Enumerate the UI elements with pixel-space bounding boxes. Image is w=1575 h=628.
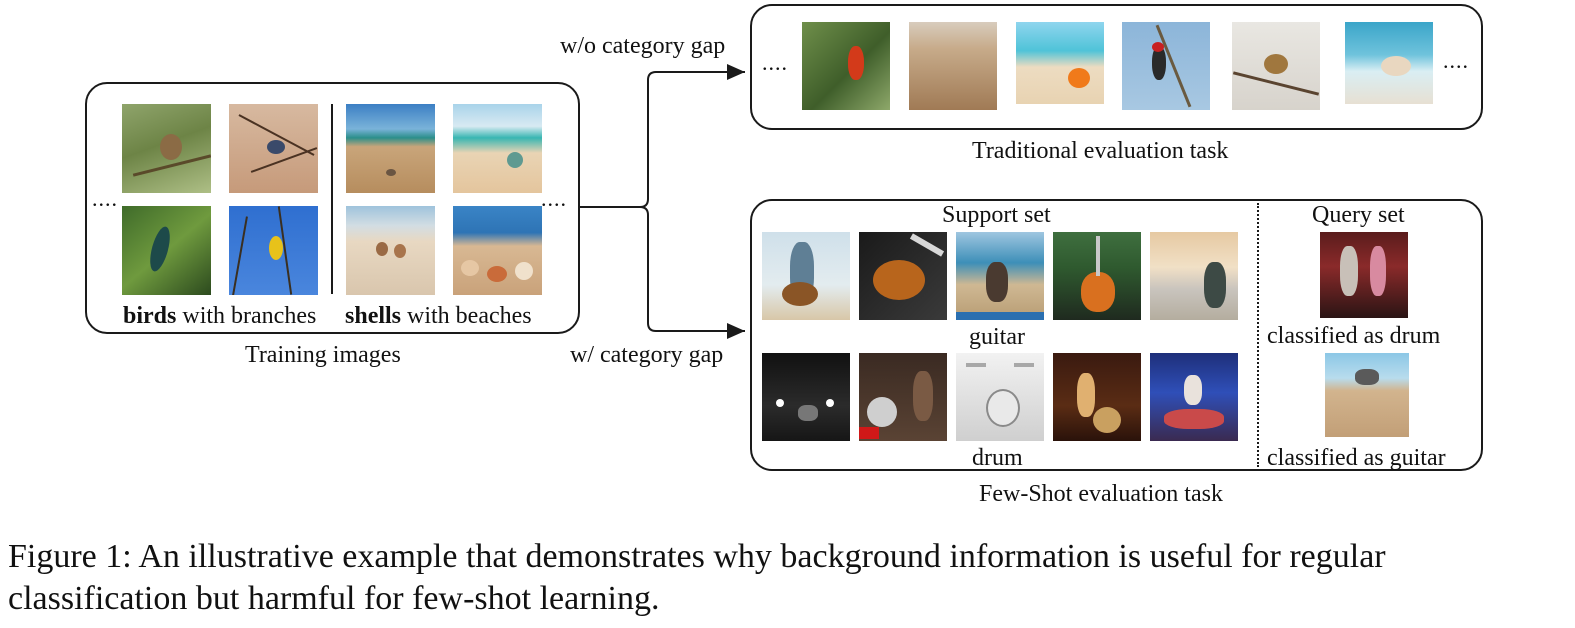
- bird-image-3: [122, 206, 211, 295]
- shell-image-2: [453, 104, 542, 193]
- caption-line-2: classification but harmful for few-shot …: [8, 580, 660, 617]
- guitar-image-4: [1053, 232, 1141, 320]
- support-query-divider: [1257, 203, 1259, 467]
- query-image-guitar-on-stage: [1320, 232, 1408, 318]
- guitar-image-2: [859, 232, 947, 320]
- arrow-to-fewshot: [639, 206, 745, 339]
- traditional-evaluation-title: Traditional evaluation task: [972, 138, 1229, 164]
- drum-image-3: [956, 353, 1044, 441]
- traditional-dots-left: ....: [762, 50, 788, 75]
- traditional-image-shells: [909, 22, 997, 110]
- traditional-image-bird-1: [802, 22, 890, 110]
- traditional-image-bird-2: [1122, 22, 1210, 110]
- traditional-evaluation-panel: [750, 4, 1483, 130]
- caption-line-1: Figure 1: An illustrative example that d…: [8, 538, 1386, 575]
- traditional-image-bird-3: [1232, 22, 1320, 110]
- training-divider: [331, 104, 333, 294]
- guitar-image-1: [762, 232, 850, 320]
- bird-image-2: [229, 104, 318, 193]
- shell-image-3: [346, 206, 435, 295]
- traditional-dots-right: ....: [1443, 48, 1469, 73]
- without-gap-label: w/o category gap: [560, 33, 726, 59]
- support-set-title: Support set: [942, 202, 1051, 228]
- training-dots-left: ....: [92, 186, 118, 211]
- bird-image-4: [229, 206, 318, 295]
- traditional-image-shell-wave: [1345, 22, 1433, 104]
- few-shot-evaluation-panel: [750, 199, 1483, 471]
- query-image-drum-on-beach: [1325, 353, 1409, 437]
- few-shot-evaluation-title: Few-Shot evaluation task: [979, 481, 1223, 507]
- traditional-image-shell-beach: [1016, 22, 1104, 104]
- shells-caption: shells with beaches: [345, 303, 532, 329]
- shell-image-1: [346, 104, 435, 193]
- training-dots-right: ....: [541, 186, 567, 211]
- figure-caption: Figure 1: An illustrative example that d…: [8, 536, 1386, 620]
- query-label-guitar: classified as guitar: [1267, 445, 1446, 471]
- training-images-panel: [85, 82, 580, 334]
- training-images-title: Training images: [245, 342, 401, 368]
- drum-image-4: [1053, 353, 1141, 441]
- drum-image-5: [1150, 353, 1238, 441]
- drum-image-1: [762, 353, 850, 441]
- drum-image-2: [859, 353, 947, 441]
- birds-caption: birds with branches: [123, 303, 317, 329]
- with-gap-label: w/ category gap: [570, 342, 724, 368]
- guitar-image-5: [1150, 232, 1238, 320]
- bird-image-1: [122, 104, 211, 193]
- shell-image-4: [453, 206, 542, 295]
- query-label-drum: classified as drum: [1267, 323, 1441, 349]
- query-set-title: Query set: [1312, 202, 1405, 228]
- drum-label: drum: [972, 445, 1023, 471]
- guitar-image-3: [956, 232, 1044, 320]
- guitar-label: guitar: [969, 324, 1025, 350]
- arrow-to-traditional: [580, 64, 745, 208]
